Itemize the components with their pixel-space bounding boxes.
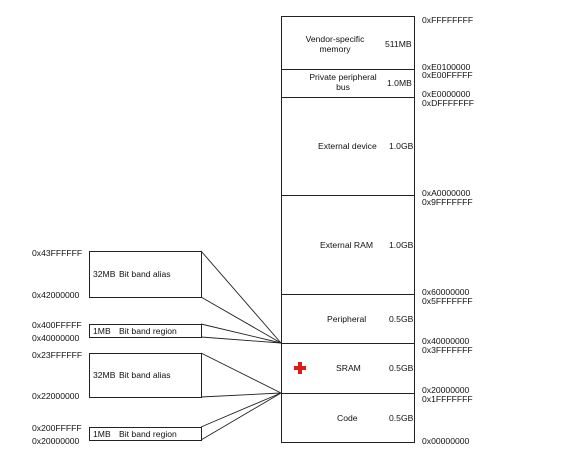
connector-line <box>200 323 282 344</box>
address-label: 0x42000000 <box>32 290 80 300</box>
address-label: 0x1FFFFFFF <box>422 394 473 404</box>
region-divider <box>281 294 415 295</box>
region-divider <box>281 69 415 70</box>
red-cross-marker-icon <box>294 362 306 374</box>
address-label: 0x40000000 <box>422 336 470 346</box>
memory-map <box>281 16 415 443</box>
bitband-alias-box-sram: 32MB Bit band alias <box>89 353 202 398</box>
connector-line <box>200 250 282 344</box>
connector-line <box>200 392 282 398</box>
address-label: 0xA0000000 <box>422 188 471 198</box>
bitband-label: Bit band alias <box>119 370 171 380</box>
address-label: 0x20000000 <box>32 436 80 446</box>
address-label: 0xDFFFFFFF <box>422 98 475 108</box>
address-label: 0x20000000 <box>422 385 470 395</box>
bitband-region-box-peripheral: 1MB Bit band region <box>89 324 202 338</box>
address-label: 0x00000000 <box>422 436 470 446</box>
bitband-size: 1MB <box>93 326 111 336</box>
bitband-label: Bit band region <box>119 429 177 439</box>
bitband-label: Bit band alias <box>119 269 171 279</box>
connector-line <box>200 392 282 441</box>
bitband-size: 1MB <box>93 429 111 439</box>
bitband-size: 32MB <box>93 269 116 279</box>
region-name: External RAM <box>320 240 374 250</box>
region-size: 511MB <box>385 39 412 49</box>
region-size: 0.5GB <box>389 363 414 373</box>
connector-line <box>200 392 282 428</box>
region-name: Peripheral <box>327 314 367 324</box>
address-label: 0x200FFFFF <box>32 423 82 433</box>
connector-line <box>200 336 282 344</box>
address-label: 0x5FFFFFFF <box>422 296 473 306</box>
bitband-alias-box-peripheral: 32MB Bit band alias <box>89 251 202 298</box>
region-name: Private peripheral bus <box>309 72 377 92</box>
address-label: 0x43FFFFFF <box>32 248 83 258</box>
address-label: 0xE0100000 <box>422 62 471 72</box>
bitband-size: 32MB <box>93 370 116 380</box>
address-label: 0xE0000000 <box>422 89 471 99</box>
region-divider <box>281 195 415 196</box>
address-label: 0x3FFFFFFF <box>422 345 473 355</box>
connector-line <box>200 296 282 344</box>
connector-line <box>200 352 282 394</box>
region-size: 1.0MB <box>387 78 412 88</box>
address-label: 0xE00FFFFF <box>422 70 473 80</box>
region-name: Code <box>337 413 358 423</box>
region-size: 1.0GB <box>389 141 414 151</box>
address-label: 0x40000000 <box>32 333 80 343</box>
bitband-label: Bit band region <box>119 326 177 336</box>
address-label: 0x60000000 <box>422 287 470 297</box>
bitband-region-box-sram: 1MB Bit band region <box>89 427 202 441</box>
address-label: 0x23FFFFFF <box>32 350 83 360</box>
region-divider <box>281 343 415 344</box>
region-name: External device <box>318 141 377 151</box>
region-divider <box>281 393 415 394</box>
address-label: 0x400FFFFF <box>32 320 82 330</box>
region-size: 0.5GB <box>389 413 414 423</box>
address-label: 0xFFFFFFFF <box>422 15 474 25</box>
address-label: 0x9FFFFFFF <box>422 197 473 207</box>
region-size: 1.0GB <box>389 240 414 250</box>
address-label: 0x22000000 <box>32 391 80 401</box>
region-divider <box>281 97 415 98</box>
region-size: 0.5GB <box>389 314 414 324</box>
region-name: Vendor-specific memory <box>305 34 365 54</box>
region-name: SRAM <box>336 363 361 373</box>
